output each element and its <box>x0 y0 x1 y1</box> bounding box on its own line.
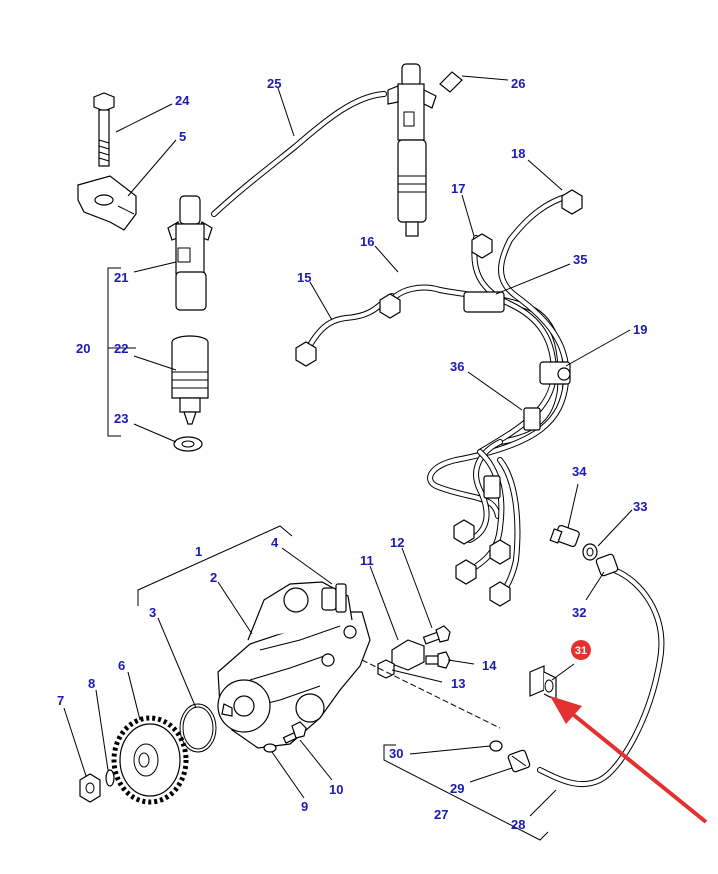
washer-23-icon <box>173 436 203 452</box>
callout-21: 21 <box>114 270 128 285</box>
callout-28: 28 <box>511 817 525 832</box>
callout-3: 3 <box>149 605 156 620</box>
washer-33-icon <box>582 543 598 561</box>
leader-lines <box>63 75 633 817</box>
callout-16: 16 <box>360 234 374 249</box>
callout-35: 35 <box>573 252 587 267</box>
injection-pipe-harness-icon <box>295 189 583 607</box>
red-arrow-icon <box>550 696 708 824</box>
callout-14: 14 <box>482 658 497 673</box>
washer-9-icon <box>263 743 277 753</box>
callout-29: 29 <box>450 781 464 796</box>
callout-10: 10 <box>329 782 343 797</box>
highlight-label-31: 31 <box>575 645 587 657</box>
callout-24: 24 <box>175 93 190 108</box>
callout-19: 19 <box>633 322 647 337</box>
callout-15: 15 <box>297 270 311 285</box>
injector-sleeve-22-icon <box>171 335 209 425</box>
callout-labels: 24 5 25 26 18 17 16 35 15 19 21 20 22 23… <box>57 76 647 832</box>
callout-30: 30 <box>389 746 403 761</box>
bolt-14-icon <box>425 651 451 669</box>
banjo-bolt-29-icon <box>507 749 531 773</box>
return-hose-25-icon <box>211 91 387 217</box>
drive-gear-6-icon <box>111 715 189 805</box>
callout-6: 6 <box>118 658 125 673</box>
callout-36: 36 <box>450 359 464 374</box>
bracket-11-icon <box>391 639 425 671</box>
callout-18: 18 <box>511 146 525 161</box>
callout-5: 5 <box>179 129 186 144</box>
washer-8-icon <box>105 769 115 787</box>
pipe-clamp-31-icon <box>529 665 557 701</box>
callout-22: 22 <box>114 341 128 356</box>
callout-13: 13 <box>451 676 465 691</box>
washer-30-icon <box>489 740 503 752</box>
callout-2: 2 <box>210 570 217 585</box>
screw-10-icon <box>282 721 307 744</box>
nut-7-icon <box>79 773 101 803</box>
callout-20: 20 <box>76 341 90 356</box>
callout-11: 11 <box>360 553 374 568</box>
callout-17: 17 <box>451 181 465 196</box>
callout-33: 33 <box>633 499 647 514</box>
bolt-24-icon <box>93 92 115 167</box>
highlight-badge-31: 31 <box>571 640 591 660</box>
callout-7: 7 <box>57 693 64 708</box>
injector-top-icon <box>387 63 463 237</box>
callout-23: 23 <box>114 411 128 426</box>
fitting-34-icon <box>549 524 580 548</box>
injection-pump-1-icon <box>217 581 371 749</box>
group-bracket-27 <box>383 744 549 841</box>
injector-21-icon <box>167 195 213 311</box>
bolt-12-icon <box>422 625 451 645</box>
callout-4: 4 <box>271 535 279 550</box>
injector-clamp-5-icon <box>77 175 137 231</box>
callout-12: 12 <box>390 535 404 550</box>
callout-34: 34 <box>572 464 587 479</box>
callout-8: 8 <box>88 676 95 691</box>
assembly-line <box>361 659 501 729</box>
o-ring-3-icon <box>179 703 217 753</box>
callout-25: 25 <box>267 76 281 91</box>
group-bracket-20 <box>107 267 121 437</box>
group-bracket-1 <box>137 525 293 606</box>
fuel-pipe-28-icon <box>537 553 665 788</box>
callout-26: 26 <box>511 76 525 91</box>
callout-1: 1 <box>195 544 202 559</box>
callout-27: 27 <box>434 807 448 822</box>
callout-32: 32 <box>572 605 586 620</box>
callout-9: 9 <box>301 799 308 814</box>
